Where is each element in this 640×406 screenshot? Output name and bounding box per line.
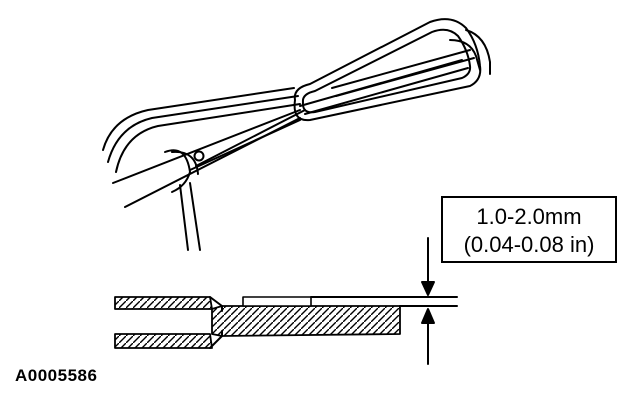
spec-imperial-text: (0.04-0.08 in)	[463, 232, 595, 257]
wiper-arm-illustration	[102, 18, 491, 251]
spec-metric-text: 1.0-2.0mm	[476, 204, 582, 229]
blade-cross-section	[114, 237, 458, 365]
figure-id-label: A0005586	[15, 366, 98, 385]
spec-callout-box: 1.0-2.0mm (0.04-0.08 in)	[441, 196, 617, 263]
